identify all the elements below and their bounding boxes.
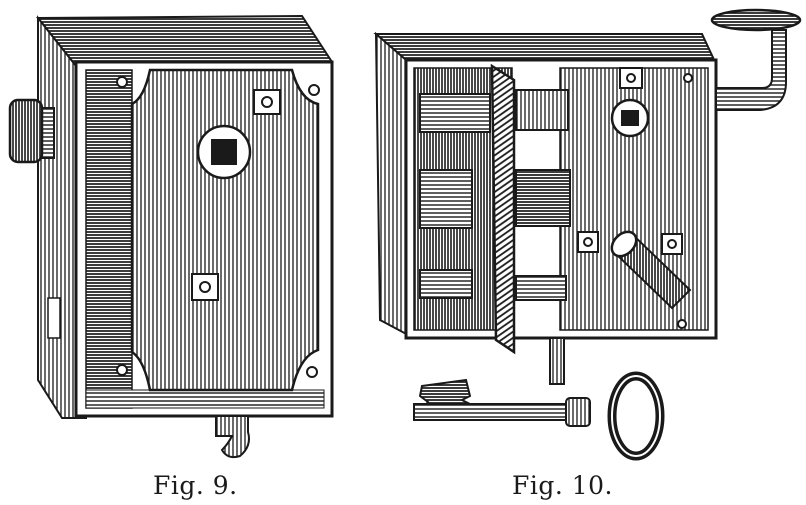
fig9-screw-boss-upper (253, 89, 281, 115)
fig9-cover-plate (130, 68, 320, 392)
fig10-follower-cylinder (610, 230, 692, 310)
fig9-case-top (35, 14, 334, 68)
fig9-screw-bottom-right (306, 366, 318, 378)
fig10-tumbler-middle (419, 169, 473, 229)
fig9-screw-lower (199, 281, 211, 293)
fig10-spindle-arm (715, 29, 787, 111)
fig10-screw-left (583, 237, 593, 247)
fig10-keyhole-square (621, 110, 639, 126)
key-shaft (413, 403, 575, 421)
key-bow-highlight (611, 375, 661, 457)
fig9-side-latch (47, 297, 61, 339)
fig10-bolt-middle (515, 169, 571, 227)
fig9-inner-shadow (85, 69, 133, 409)
fig9-screw-upper (261, 96, 273, 108)
fig10-tumbler-top (419, 93, 491, 133)
fig10-screw-corner-tr (683, 73, 693, 83)
fig10-bolt-lower (515, 275, 567, 301)
fig9-screw-top-left (116, 76, 128, 88)
fig10-tumbler-bottom (419, 269, 473, 299)
key-drawing (413, 371, 665, 461)
fig9-inner-bottom (85, 389, 325, 409)
fig10-screw-top (626, 73, 636, 83)
fig10-bolt-tongue (549, 337, 565, 385)
fig10-hinged-plate (490, 63, 516, 355)
fig10-screw-corner-br (677, 319, 687, 329)
fig9-bolt-tongue (215, 415, 250, 459)
key-collar (565, 397, 591, 427)
fig9-screw-bottom-left (116, 364, 128, 376)
fig9-caption: Fig. 9. (153, 471, 238, 500)
fig9-knob (8, 98, 44, 164)
fig9-screw-top-right (308, 84, 320, 96)
fig9-lock-drawing (8, 14, 334, 459)
fig10-bolt-upper (515, 89, 569, 131)
fig10-lock-drawing (373, 8, 802, 385)
fig9-keyhole-square (211, 139, 237, 165)
fig10-turn-knob (710, 8, 802, 32)
fig10-caption: Fig. 10. (512, 471, 613, 500)
fig10-screw-right (667, 239, 677, 249)
